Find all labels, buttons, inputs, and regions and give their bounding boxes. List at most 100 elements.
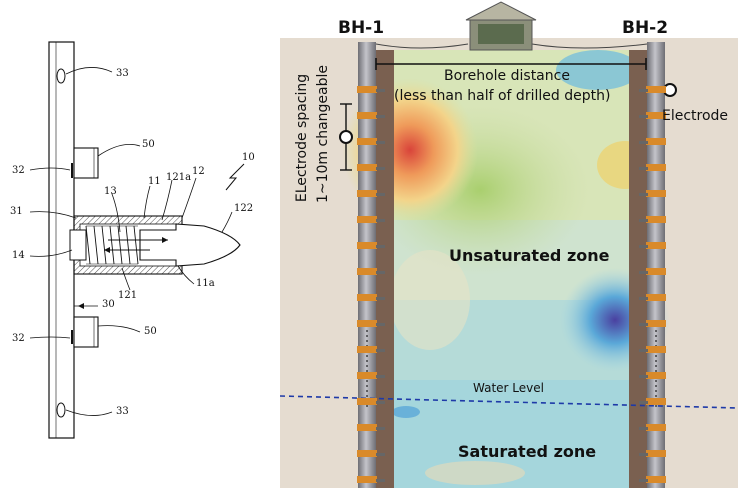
electrode-pin — [376, 89, 385, 92]
label-14: 14 — [12, 250, 25, 261]
label-32-bottom: 32 — [12, 333, 25, 344]
electrode-pin — [639, 323, 648, 326]
electrode-band — [357, 320, 377, 327]
electrode-band — [357, 216, 377, 223]
hole-33-bottom — [56, 402, 66, 418]
electrode-band — [357, 164, 377, 171]
water-level-label: Water Level — [473, 381, 544, 395]
label-33-top: 33 — [116, 68, 129, 79]
label-121a: 121a — [166, 172, 192, 183]
electrode-pin — [376, 401, 385, 404]
label-13: 13 — [104, 186, 117, 197]
unsaturated-zone-label: Unsaturated zone — [449, 246, 610, 265]
electrode-pin — [376, 297, 385, 300]
electrode-pin — [639, 271, 648, 274]
electrode-band — [357, 294, 377, 301]
electrode-band — [646, 398, 666, 405]
electrode-band — [357, 346, 377, 353]
electrode-band — [646, 268, 666, 275]
electrode-pin — [639, 245, 648, 248]
electrode-band — [646, 424, 666, 431]
electrode-band — [646, 138, 666, 145]
electrode-pin — [639, 401, 648, 404]
electrode-band — [357, 112, 377, 119]
patent-drawing — [29, 41, 245, 439]
electrode-pin — [639, 115, 648, 118]
electrode-band — [646, 86, 666, 93]
spacing-label-line2: 1~10m changeable — [315, 64, 332, 204]
bh1-label: BH-1 — [338, 18, 385, 38]
saturated-zone-label: Saturated zone — [458, 442, 597, 461]
electrode-pin — [376, 375, 385, 378]
block-50-bottom — [73, 316, 99, 348]
distance-label-line2: (less than half of drilled depth) — [394, 88, 611, 104]
label-12: 12 — [192, 166, 205, 177]
electrode-pin — [639, 297, 648, 300]
label-30: 30 — [102, 299, 115, 310]
field-station-icon — [465, 1, 537, 51]
label-32-top: 32 — [12, 165, 25, 176]
label-10: 10 — [242, 152, 255, 163]
electrode-pin — [376, 427, 385, 430]
electrode-label: Electrode — [662, 108, 729, 124]
block-50-top — [73, 147, 99, 179]
electrodes-bh2 — [639, 86, 666, 483]
electrode-band — [357, 268, 377, 275]
spacing-label-line1: ELectrode spacing — [294, 73, 311, 203]
electrode-pin — [376, 141, 385, 144]
electrode-band — [357, 138, 377, 145]
electrode-band — [646, 164, 666, 171]
electrode-band — [357, 242, 377, 249]
electrode-band — [646, 476, 666, 483]
electrode-pin — [639, 375, 648, 378]
label-11: 11 — [148, 176, 161, 187]
label-50-top: 50 — [142, 139, 155, 150]
electrode-band — [646, 346, 666, 353]
electrodes-bh1 — [357, 86, 385, 483]
electrode-pin — [376, 479, 385, 482]
electrode-band — [357, 450, 377, 457]
electrode-pin — [376, 193, 385, 196]
electrode-band — [357, 424, 377, 431]
electrode-band — [646, 242, 666, 249]
label-121: 121 — [118, 290, 138, 301]
label-11a: 11a — [196, 278, 215, 289]
electrode-pin — [639, 479, 648, 482]
distance-label-line1: Borehole distance — [444, 68, 570, 84]
electrode-pin — [376, 271, 385, 274]
label-33-bottom: 33 — [116, 406, 129, 417]
electrode-pin — [639, 193, 648, 196]
electrode-pin — [376, 115, 385, 118]
electrode-pin — [639, 453, 648, 456]
electrode-pin — [376, 453, 385, 456]
electrode-band — [646, 294, 666, 301]
electrode-pin — [639, 89, 648, 92]
electrode-pin — [376, 167, 385, 170]
water-level-line — [279, 395, 738, 409]
electrode-band — [357, 190, 377, 197]
bh2-label: BH-2 — [622, 18, 669, 38]
electrode-band — [357, 476, 377, 483]
electrode-pin — [639, 349, 648, 352]
electrode-band — [646, 320, 666, 327]
spring-13 — [85, 225, 139, 265]
electrode-pin — [639, 219, 648, 222]
label-50-bottom: 50 — [144, 326, 157, 337]
electrode-pin — [639, 167, 648, 170]
piston-14 — [69, 229, 87, 261]
electrode-band — [646, 450, 666, 457]
hole-33-top — [56, 68, 66, 84]
label-31: 31 — [10, 206, 23, 217]
electrode-band — [357, 86, 377, 93]
electrode-band — [646, 112, 666, 119]
pipe-bh1 — [358, 42, 376, 488]
electrode-band — [357, 372, 377, 379]
electrode-band — [646, 372, 666, 379]
electrode-band — [646, 216, 666, 223]
electrode-band — [357, 398, 377, 405]
patent-figure: 10 33 50 32 12 11 13 121a 31 122 14 11a … — [0, 0, 280, 488]
electrode-band — [646, 190, 666, 197]
electrode-pin — [639, 427, 648, 430]
electrode-pin — [376, 323, 385, 326]
borehole-diagram: BH-1 BH-2 Borehole distance (less than h… — [279, 0, 738, 488]
